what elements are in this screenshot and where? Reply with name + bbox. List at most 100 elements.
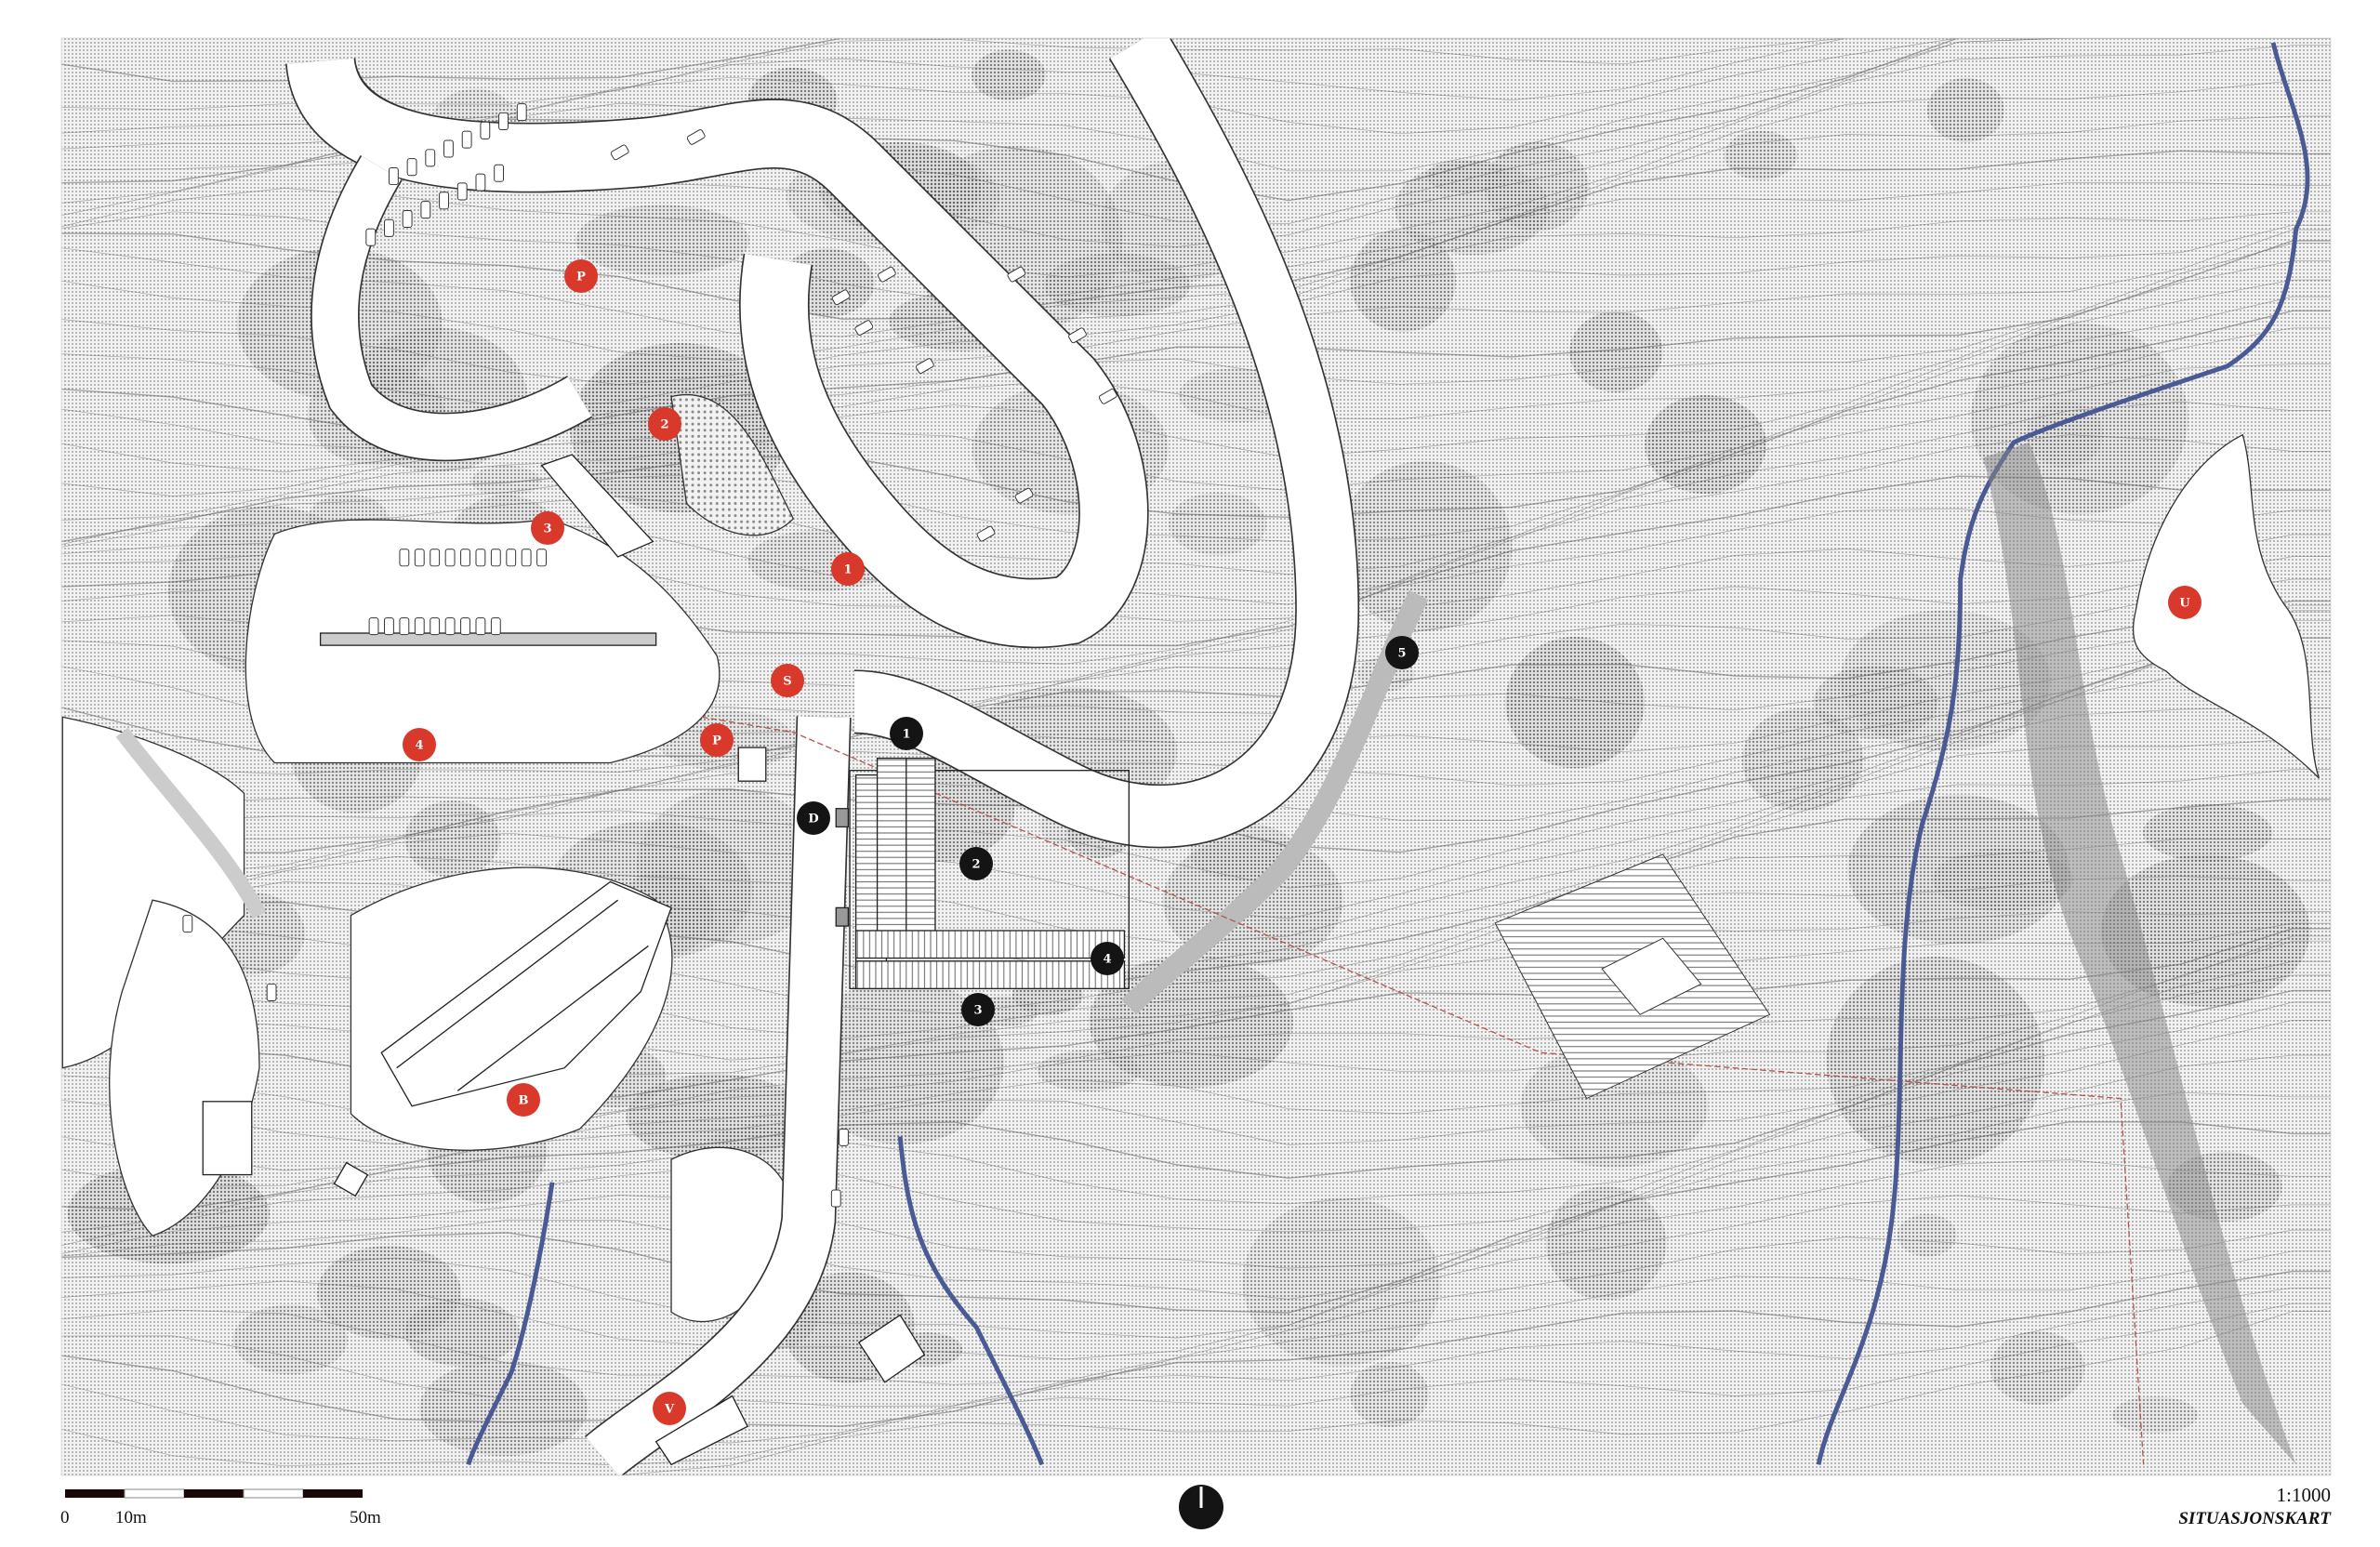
- parked-car: [490, 617, 501, 636]
- scale-label-0: 0: [60, 1508, 70, 1527]
- black-markers: 1D 2 4 3 5: [797, 636, 1419, 1026]
- parked-car: [916, 358, 934, 374]
- streams: [466, 42, 2310, 1466]
- parked-car: [388, 167, 399, 186]
- parked-car: [425, 149, 436, 167]
- marker-label: S: [783, 675, 791, 689]
- parked-car: [839, 1128, 849, 1146]
- north-arrow-icon: [1179, 1485, 1223, 1529]
- marker-label: B: [519, 1094, 529, 1108]
- parked-car: [430, 617, 441, 636]
- parked-car: [444, 617, 456, 636]
- marker-label: U: [2179, 597, 2190, 611]
- black-marker-5[interactable]: 5: [1385, 636, 1419, 669]
- parked-car: [182, 915, 193, 933]
- main-building: [835, 757, 1130, 990]
- marker-label: 1: [843, 563, 852, 577]
- parked-car: [536, 549, 547, 567]
- parked-car: [1068, 327, 1087, 344]
- parked-car: [686, 129, 706, 145]
- marker-label: 5: [1397, 647, 1406, 661]
- parked-car: [420, 201, 431, 219]
- parked-car: [456, 182, 468, 201]
- parked-car: [365, 228, 377, 246]
- scale-label-10m: 10m: [115, 1508, 147, 1527]
- red-marker-v[interactable]: V: [653, 1392, 686, 1425]
- parked-car: [414, 617, 425, 636]
- parked-car: [521, 549, 532, 567]
- scale-label-50m: 50m: [350, 1508, 381, 1527]
- map-scale: 1:1000: [2276, 1484, 2331, 1506]
- red-marker-1[interactable]: 1: [831, 552, 865, 586]
- parked-car: [490, 549, 501, 567]
- scale-bar: [65, 1488, 363, 1499]
- parked-car: [399, 617, 410, 636]
- parked-car: [976, 525, 996, 542]
- parked-car: [854, 320, 874, 336]
- roads: [115, 38, 1429, 1475]
- marker-label: D: [808, 813, 818, 826]
- lake-area: [2132, 433, 2320, 779]
- parked-car: [460, 549, 470, 567]
- parked-car: [430, 549, 441, 567]
- marker-label: P: [576, 271, 586, 284]
- red-marker-2[interactable]: 2: [648, 407, 681, 441]
- parked-car: [266, 983, 277, 1001]
- small-buildings: [202, 454, 926, 1466]
- red-marker-u[interactable]: U: [2168, 586, 2202, 619]
- red-marker-p[interactable]: P: [700, 723, 734, 757]
- marker-label: P: [712, 734, 721, 748]
- red-marker-3[interactable]: 3: [531, 511, 564, 545]
- red-marker-4[interactable]: 4: [403, 728, 436, 761]
- parked-cars: [182, 103, 1117, 1208]
- black-marker-4[interactable]: 4: [1091, 942, 1124, 975]
- map-title: SITUASJONSKART: [2178, 1509, 2331, 1528]
- parked-car: [506, 549, 517, 567]
- marker-label: 3: [543, 522, 551, 536]
- marker-label: 4: [415, 739, 423, 753]
- parked-car: [877, 266, 896, 283]
- parked-car: [1007, 266, 1026, 283]
- marker-label: 1: [902, 728, 910, 742]
- red-marker-s[interactable]: S: [771, 664, 804, 697]
- black-marker-1[interactable]: 1: [890, 717, 923, 750]
- parked-car: [831, 289, 851, 306]
- parked-car: [1014, 487, 1034, 504]
- marker-label: 4: [1103, 953, 1111, 967]
- parked-car: [384, 617, 394, 636]
- marker-label: V: [664, 1403, 675, 1417]
- parked-car: [406, 158, 417, 177]
- parked-car: [443, 139, 454, 158]
- parked-car: [475, 617, 486, 636]
- parked-car: [384, 218, 394, 237]
- parked-car: [461, 130, 472, 149]
- parked-car: [610, 144, 629, 161]
- hotel-building-b: [380, 880, 672, 1107]
- marker-label: 2: [660, 418, 668, 432]
- parked-car: [830, 1189, 841, 1208]
- parked-car: [414, 549, 425, 567]
- marker-label: 3: [973, 1004, 982, 1018]
- map-canvas: [61, 38, 2331, 1475]
- ravine: [1983, 442, 2296, 1465]
- black-marker-3[interactable]: 3: [961, 993, 995, 1026]
- parked-car: [368, 617, 379, 636]
- red-marker-b[interactable]: B: [507, 1083, 540, 1117]
- parked-car: [439, 192, 449, 210]
- black-marker-d[interactable]: D: [797, 801, 830, 835]
- parked-car: [475, 549, 486, 567]
- parked-car: [460, 617, 470, 636]
- parked-car: [402, 209, 413, 229]
- house-east: [1494, 853, 1771, 1100]
- parked-car: [516, 103, 527, 122]
- parked-car: [399, 549, 410, 567]
- marker-label: 2: [972, 858, 980, 872]
- parked-car: [494, 164, 505, 182]
- red-marker-p[interactable]: P: [564, 259, 598, 293]
- parked-car: [480, 121, 491, 139]
- black-marker-2[interactable]: 2: [959, 847, 993, 880]
- parked-car: [444, 549, 456, 567]
- parked-car: [498, 112, 509, 130]
